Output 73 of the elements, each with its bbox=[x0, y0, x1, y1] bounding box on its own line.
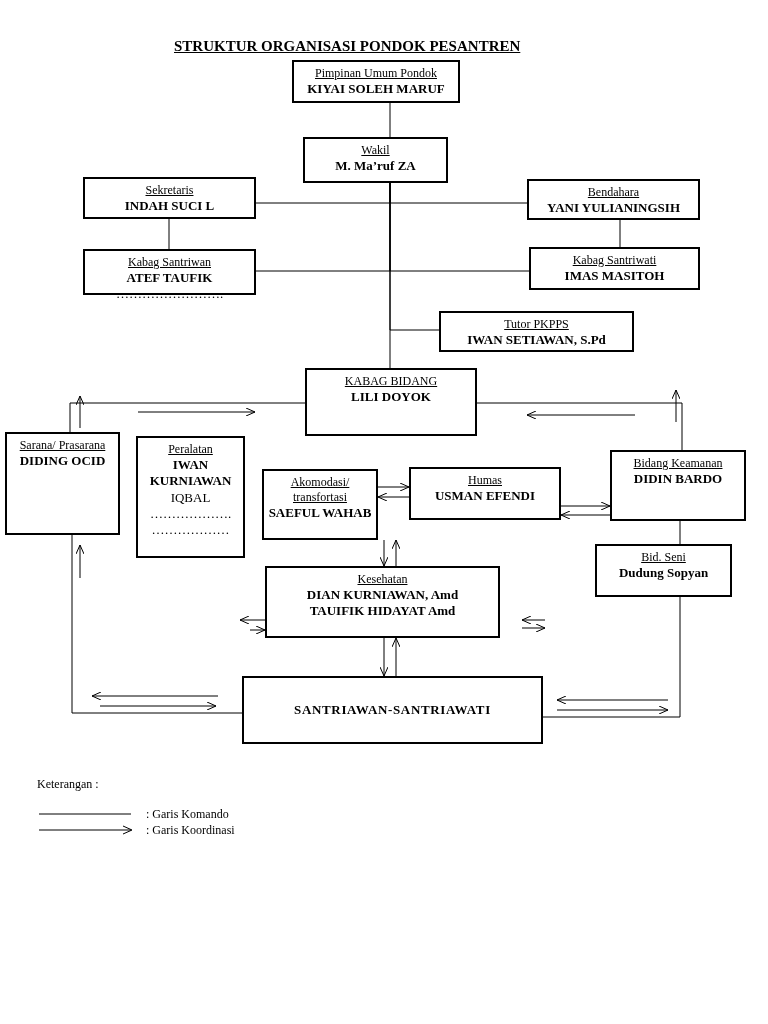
command-line bbox=[679, 520, 681, 545]
coordination-arrow bbox=[377, 482, 410, 492]
role-heading: KABAG BIDANG bbox=[344, 374, 438, 389]
member-text: IQBAL bbox=[170, 489, 211, 506]
person-name: DIDIN BARDO bbox=[633, 471, 723, 488]
coordination-arrow bbox=[379, 539, 389, 567]
person-name: IMAS MASITOH bbox=[564, 268, 665, 285]
org-box bbox=[303, 137, 448, 183]
role-heading: Sekretaris bbox=[145, 183, 194, 198]
coordination-arrow bbox=[560, 501, 611, 511]
command-line bbox=[71, 534, 243, 714]
member-text: ………………. bbox=[149, 505, 232, 522]
role-heading: Kabag Santriwati bbox=[572, 253, 657, 268]
org-box bbox=[527, 179, 700, 220]
role-heading: Bidang Keamanan bbox=[633, 456, 723, 471]
person-name: SAEFUL WAHAB bbox=[268, 505, 372, 522]
person-name: ATEF TAUFIK bbox=[126, 270, 213, 287]
command-line bbox=[389, 182, 391, 369]
role-heading: Peralatan bbox=[168, 442, 213, 457]
legend-heading: Keterangan : bbox=[37, 776, 99, 793]
org-box bbox=[5, 432, 120, 535]
person-name: YANI YULIANINGSIH bbox=[546, 200, 680, 217]
coordination-arrow bbox=[560, 510, 611, 520]
person-name: LILI DOYOK bbox=[351, 389, 431, 406]
org-box bbox=[529, 247, 700, 290]
org-box bbox=[610, 450, 746, 521]
person-name: IWAN KURNIAWAN bbox=[148, 457, 233, 490]
role-heading: Bendahara bbox=[587, 185, 640, 200]
role-heading: Humas bbox=[468, 473, 502, 488]
person-name: TAUIFIK HIDAYAT Amd bbox=[309, 603, 456, 620]
legend-text: : Garis Koordinasi bbox=[146, 822, 235, 839]
person-name: KIYAI SOLEH MARUF bbox=[307, 81, 445, 98]
person-name: DIAN KURNIAWAN, Amd bbox=[306, 587, 459, 604]
role-heading: Sarana/ Prasarana bbox=[19, 438, 106, 453]
org-box bbox=[439, 311, 634, 352]
command-line bbox=[69, 402, 306, 433]
diagram-title: STRUKTUR ORGANISASI PONDOK PESANTREN bbox=[174, 37, 521, 56]
role-heading: Akomodasi/ transfortasi bbox=[289, 475, 351, 505]
person-name: Dudung Sopyan bbox=[618, 565, 709, 582]
legend-text: : Garis Komando bbox=[146, 806, 229, 823]
role-heading: Tutor PKPPS bbox=[504, 317, 569, 332]
role-heading: Kesehatan bbox=[357, 572, 408, 587]
role-heading: Wakil bbox=[361, 143, 390, 158]
org-box bbox=[305, 368, 477, 436]
command-line bbox=[389, 102, 391, 138]
person-name: DIDING OCID bbox=[19, 453, 106, 470]
command-line bbox=[619, 219, 621, 248]
org-box bbox=[409, 467, 561, 520]
coordination-arrow bbox=[379, 637, 389, 677]
command-line bbox=[168, 218, 170, 250]
member-text: ……………… bbox=[151, 522, 230, 539]
role-heading: Pimpinan Umum Pondok bbox=[315, 66, 437, 81]
org-box bbox=[595, 544, 732, 597]
coordination-arrow bbox=[377, 492, 410, 502]
org-box bbox=[242, 676, 543, 744]
person-name: SANTRIAWAN-SANTRIAWATI bbox=[294, 701, 491, 720]
person-name: USMAN EFENDI bbox=[434, 488, 535, 505]
member-text: ……………………. bbox=[115, 286, 224, 303]
person-name: INDAH SUCI L bbox=[124, 198, 215, 215]
org-box bbox=[83, 249, 256, 295]
org-box bbox=[292, 60, 460, 103]
role-heading: Kabag Santriwan bbox=[128, 255, 211, 270]
person-name: M. Ma’ruf ZA bbox=[335, 158, 416, 175]
org-box bbox=[136, 436, 245, 558]
coordination-arrow bbox=[391, 539, 401, 567]
person-name: IWAN SETIAWAN, S.Pd bbox=[467, 332, 606, 349]
role-heading: Bid. Seni bbox=[641, 550, 686, 565]
org-box bbox=[265, 566, 500, 638]
command-line bbox=[542, 596, 681, 718]
coordination-arrow bbox=[391, 637, 401, 677]
org-box bbox=[83, 177, 256, 219]
org-box bbox=[262, 469, 378, 540]
command-line bbox=[476, 402, 683, 451]
